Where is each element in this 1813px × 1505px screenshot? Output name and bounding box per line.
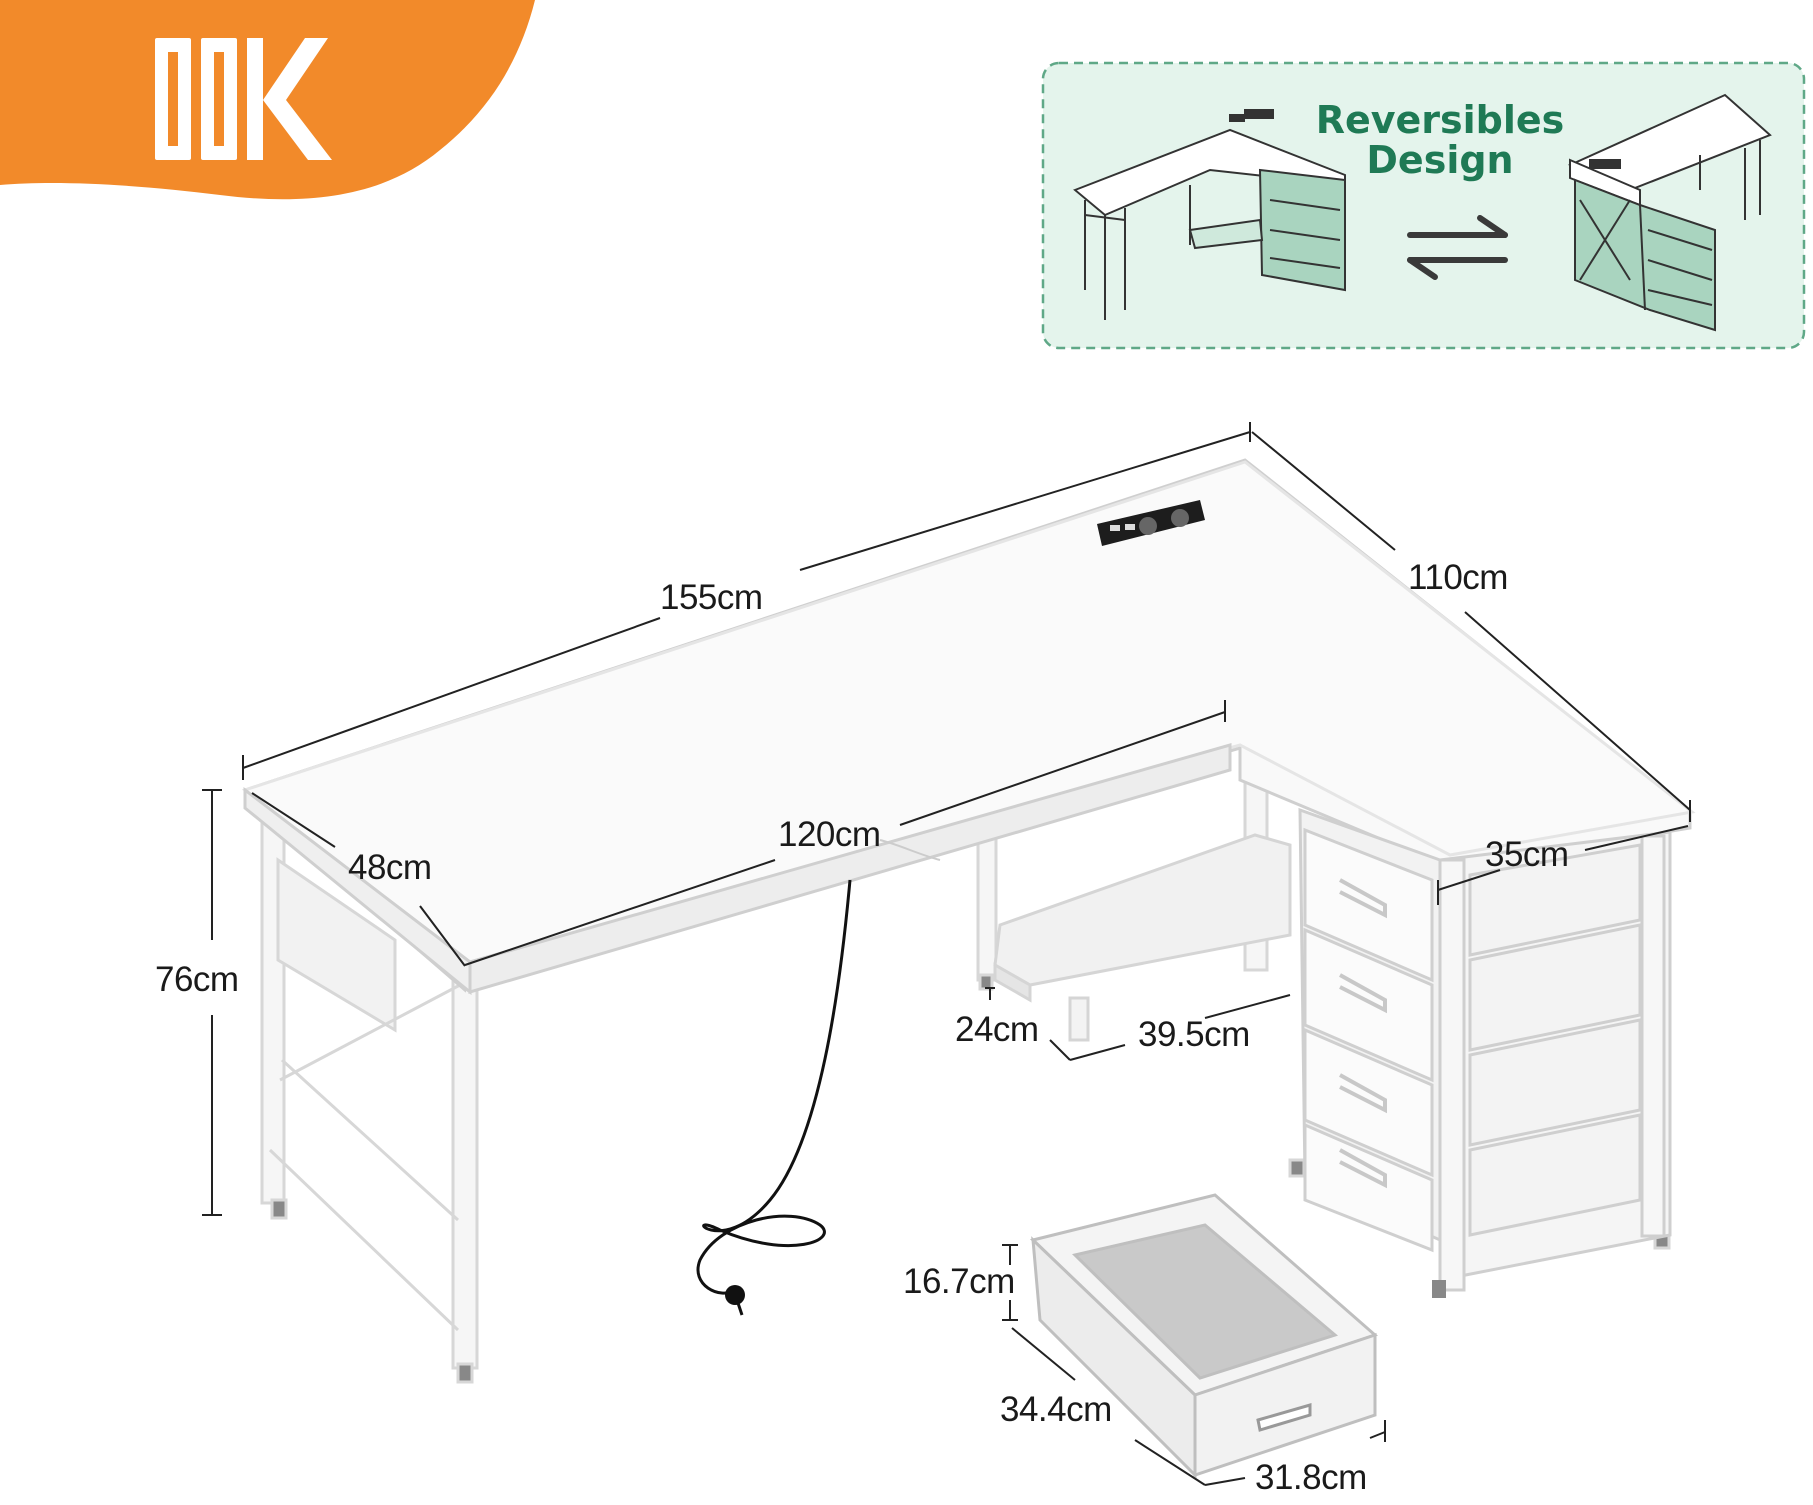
mini-desk-right — [1567, 93, 1772, 332]
dim-drawer-width: 31.8cm — [1255, 1458, 1367, 1497]
swap-arrows-icon — [1407, 215, 1508, 280]
cord-top — [879, 839, 941, 861]
power-cord — [696, 879, 852, 1295]
drawer-handles — [1339, 878, 1387, 1189]
desktop — [241, 458, 1696, 996]
dim-cabinet-depth: 35cm — [1485, 835, 1569, 874]
dimension-lines — [202, 422, 1691, 1486]
power-outlet-icon — [1097, 500, 1205, 546]
dim-inner-length: 120cm — [778, 815, 881, 854]
dim-drawer-height: 16.7cm — [903, 1262, 1015, 1301]
dim-return-length: 110cm — [1408, 558, 1508, 597]
dim-drawer-length: 34.4cm — [1000, 1390, 1112, 1429]
brand-logo — [155, 38, 332, 160]
dim-shelf-width: 39.5cm — [1138, 1015, 1250, 1054]
reversible-title-line1: Reversibles — [1315, 98, 1565, 142]
mini-desk-left — [1073, 109, 1346, 320]
fabric-drawer — [1029, 1193, 1378, 1479]
dim-shelf-height: 24cm — [955, 1010, 1039, 1049]
dim-desk-depth: 48cm — [348, 848, 432, 887]
dim-desk-height: 76cm — [155, 960, 239, 999]
lower-shelf — [993, 833, 1292, 1042]
dim-desk-length: 155cm — [660, 578, 763, 617]
drawer-cabinet — [1298, 807, 1672, 1292]
power-plug-icon — [725, 1285, 745, 1316]
reversible-title-line2: Design — [1366, 138, 1514, 182]
